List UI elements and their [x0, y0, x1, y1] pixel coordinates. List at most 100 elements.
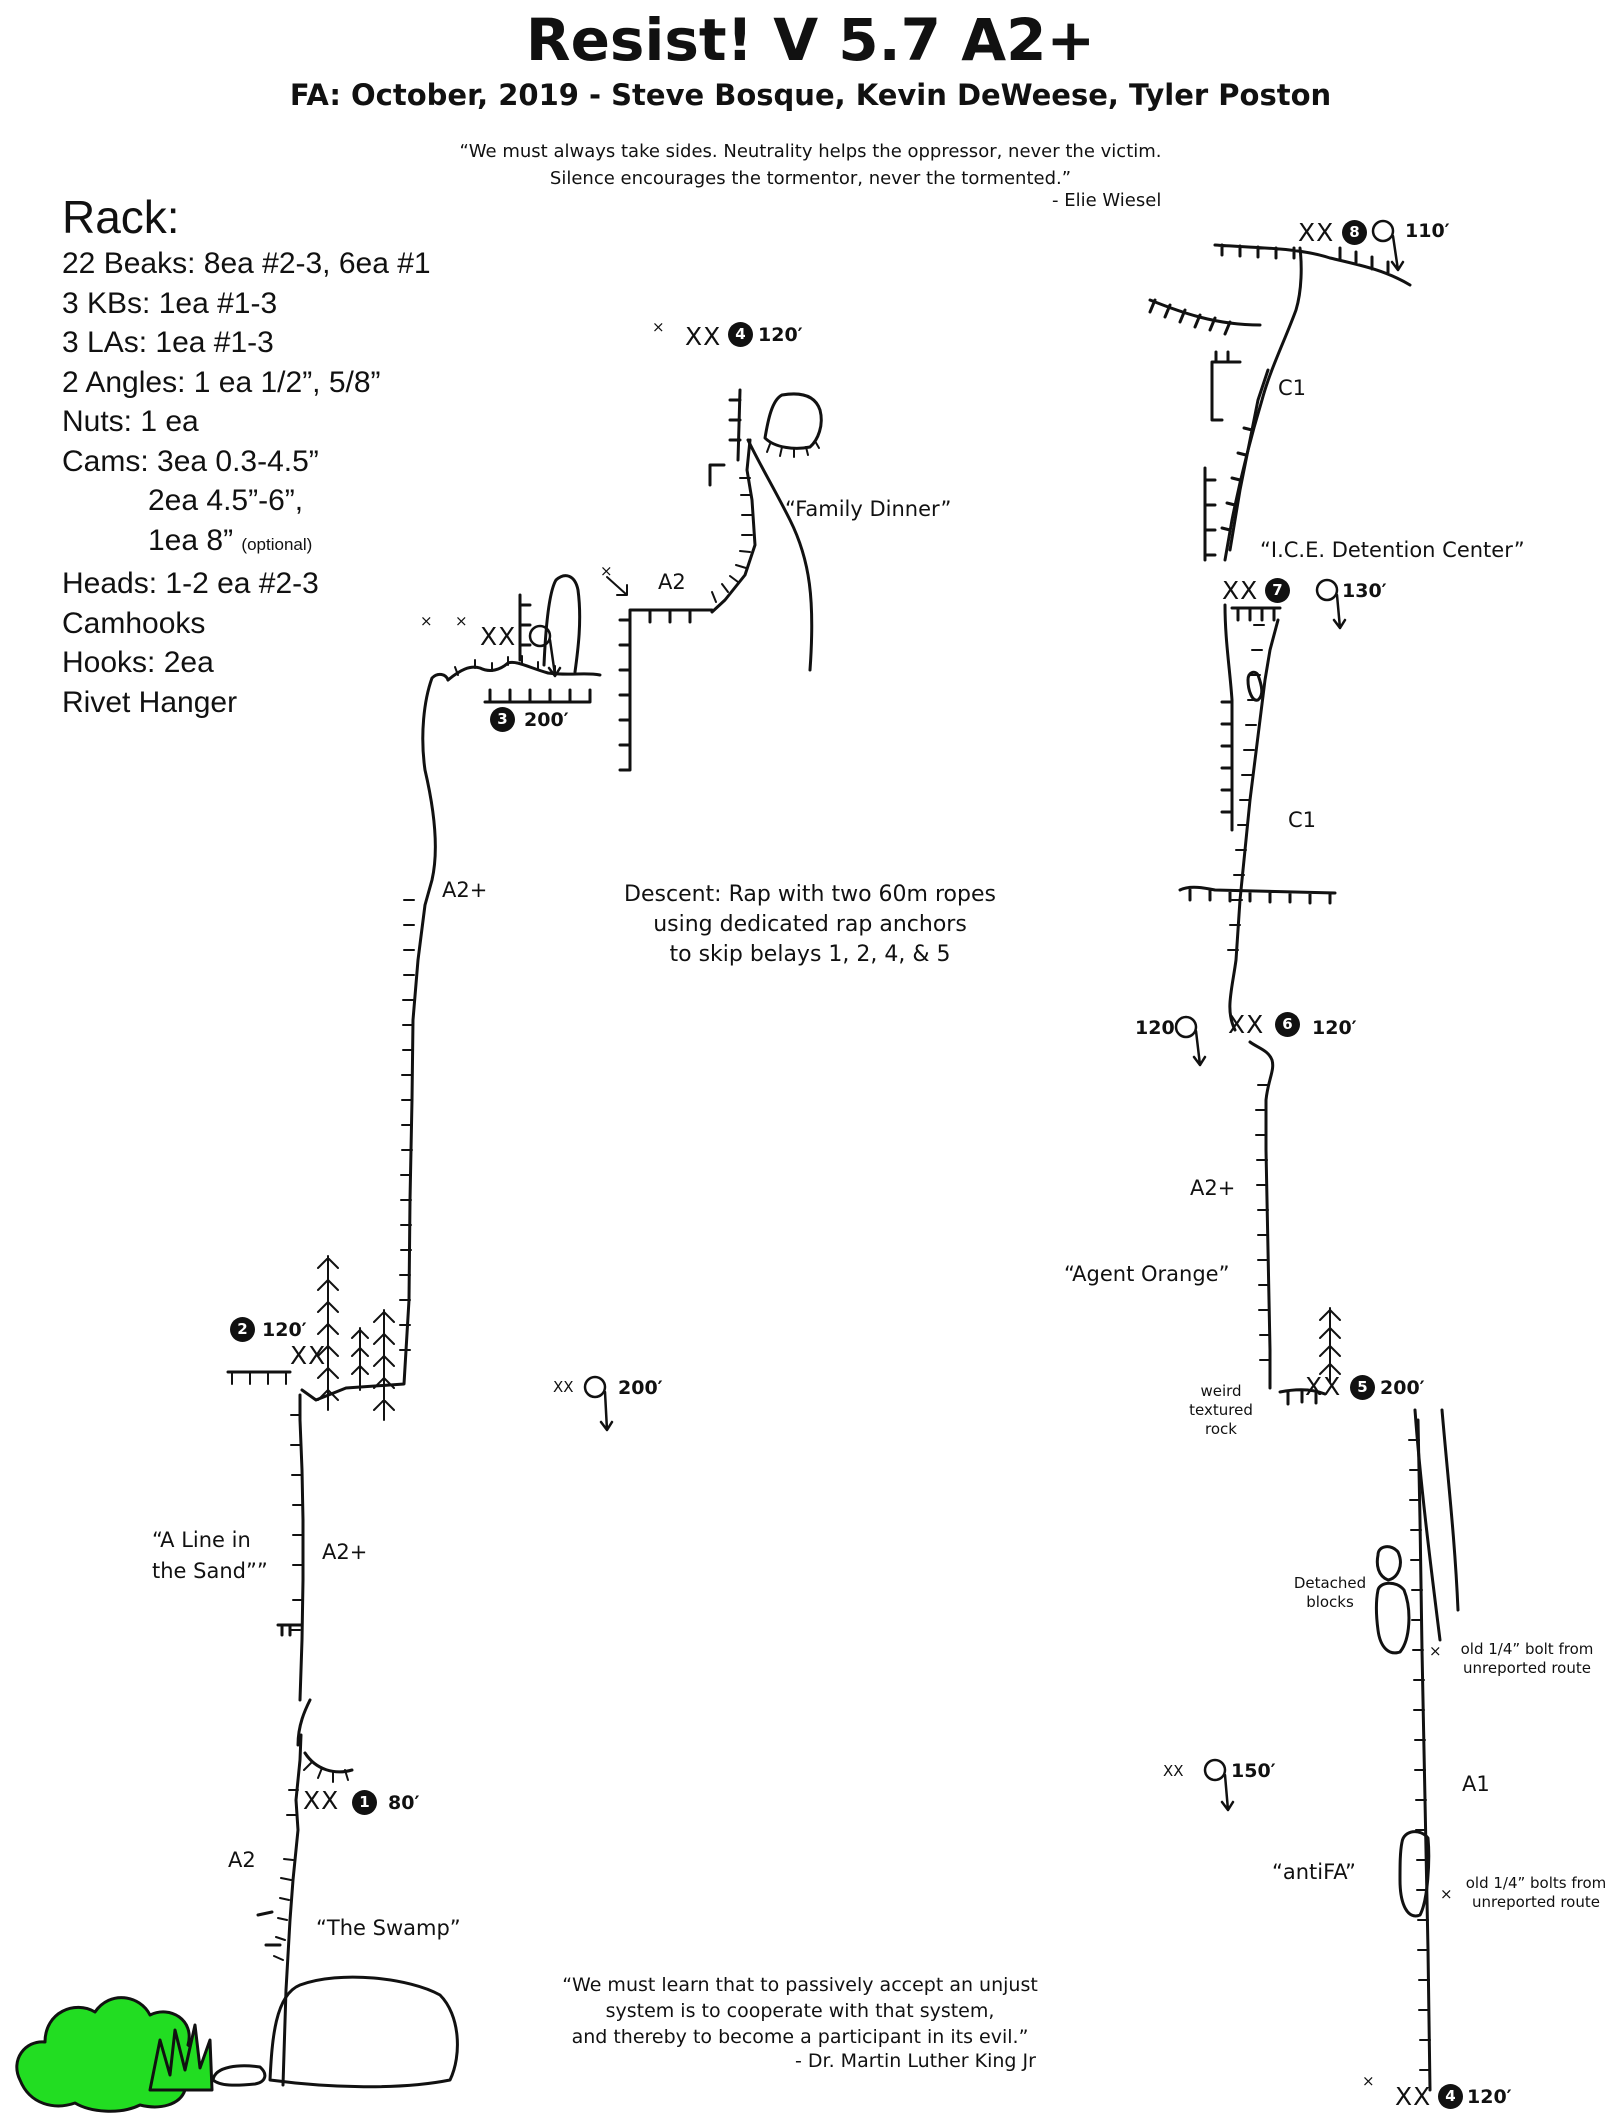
- base-boulder: [268, 1975, 459, 2089]
- belay3-roof: [483, 688, 592, 704]
- descent-line1: Descent: Rap with two 60m ropes: [624, 882, 996, 907]
- pitch1-ticks: [273, 1789, 299, 1961]
- anchor-belay4-top: XX: [685, 322, 722, 351]
- belay1-number: 1: [352, 1790, 377, 1815]
- pitch5-ticks: [1408, 1439, 1431, 2071]
- quote-bottom-attribution: - Dr. Martin Luther King Jr: [795, 2050, 1036, 2072]
- weird-rock-note-2: textured: [1189, 1401, 1253, 1419]
- pitch8-left-crack: [1220, 368, 1270, 552]
- bolt-mark: ×: [420, 612, 433, 630]
- belay1-roof: [296, 1698, 354, 1774]
- grade-p3: A2+: [442, 878, 488, 902]
- quote-bottom-line3: and thereby to become a participant in i…: [571, 2026, 1029, 2048]
- bolt-mark: ×: [600, 562, 613, 580]
- grade-p7: C1: [1288, 808, 1317, 832]
- grade-p2: A2+: [322, 1540, 368, 1564]
- pitch4-corner: [618, 608, 714, 772]
- rack-item: 3 LAs: 1ea #1-3: [62, 326, 274, 359]
- descent-line3: to skip belays 1, 2, 4, & 5: [669, 942, 951, 967]
- anchor-belay8: XX: [1298, 218, 1335, 247]
- detached-block-2: [1375, 1581, 1411, 1655]
- pitch3-ticks: [399, 899, 415, 1351]
- weird-rock-note-3: rock: [1205, 1420, 1237, 1438]
- pitch8-dihedral: [1203, 466, 1217, 562]
- rap-length-150: 150′: [1231, 1760, 1276, 1782]
- anchor-belay6: XX: [1228, 1010, 1265, 1039]
- rap-ring-b7: [1315, 578, 1339, 602]
- rappel-arrows: [547, 234, 1405, 1812]
- rap-anchor-mark: XX: [553, 1378, 574, 1396]
- bolt-mark: ×: [1429, 1642, 1442, 1660]
- pitch7-roof: [1178, 885, 1337, 905]
- belay5-ledge: [1278, 1388, 1327, 1406]
- rack-item: 2 Angles: 1 ea 1/2”, 5/8”: [62, 365, 381, 399]
- old-bolt-note-1: old 1/4” bolt from unreported route: [1442, 1640, 1612, 1678]
- first-ascent-line: FA: October, 2019 - Steve Bosque, Kevin …: [289, 78, 1332, 112]
- belay4-bottom-length: 120′: [1467, 2086, 1512, 2108]
- rap-ring-b8: [1371, 219, 1395, 243]
- pitch-name-line-sand-1: “A Line in: [152, 1528, 251, 1552]
- belay5-number: 5: [1350, 1375, 1375, 1400]
- rack-item: Cams: 3ea 0.3-4.5”: [62, 444, 319, 478]
- quote-top-line2: Silence encourages the tormentor, never …: [549, 168, 1072, 189]
- family-dinner-line: [746, 438, 814, 672]
- bolt-mark: ×: [652, 318, 665, 336]
- old-bolt-note-1b: unreported route: [1463, 1659, 1591, 1677]
- rack-item-optional: 1ea 8” (optional): [62, 521, 431, 565]
- pitch4-crack-ticks: [711, 477, 753, 603]
- belay1-roof-ticks: [303, 1761, 349, 1783]
- pitch2-crack: [298, 1393, 305, 1702]
- pitch2-ticks: [290, 1414, 303, 1631]
- quote-top: “We must always take sides. Neutrality h…: [0, 138, 1621, 192]
- pitch-name-antifa: “antiFA”: [1272, 1860, 1356, 1884]
- pitch3-line: [300, 672, 450, 1402]
- rap-ring-150: [1203, 1758, 1227, 1782]
- weird-rock-note-1: weird: [1200, 1382, 1242, 1400]
- anchor-belay4-bottom: XX: [1395, 2082, 1432, 2111]
- swamp-flake: [256, 1910, 282, 1947]
- old-bolt-note-2b: unreported route: [1472, 1893, 1600, 1911]
- detached-note-1: Detached: [1293, 1574, 1367, 1592]
- belay3-length: 200′: [524, 709, 569, 731]
- bolt-mark: ×: [1362, 2072, 1375, 2090]
- optional-note: (optional): [241, 534, 313, 554]
- grade-p5: A1: [1462, 1772, 1490, 1796]
- detached-blocks-note: Detached blocks: [1290, 1574, 1370, 1612]
- family-dinner-crack: [728, 388, 742, 462]
- pitch8-roof-left: [1148, 298, 1262, 336]
- bolt-mark: ×: [455, 612, 468, 630]
- belay7-number: 7: [1265, 578, 1290, 603]
- rack-item: Nuts: 1 ea: [62, 405, 199, 438]
- pitch-name-swamp: “The Swamp”: [316, 1916, 461, 1940]
- rap-ring-b6: [1174, 1015, 1198, 1039]
- pitch4-corner-up: [708, 463, 726, 487]
- rap-length-200: 200′: [618, 1377, 663, 1399]
- quote-bottom-line2: system is to cooperate with that system,: [605, 2000, 995, 2022]
- rap-ring-200: [583, 1375, 607, 1399]
- rap-anchor-mark: XX: [1163, 1762, 1184, 1780]
- antifa-block: [1398, 1830, 1431, 1918]
- ice-roof-ticks: [1230, 606, 1282, 622]
- rappel-rings: [528, 219, 1395, 1782]
- belay3-ledge-ticks: [454, 655, 556, 676]
- old-bolt-note-2a: old 1/4” bolts from: [1465, 1874, 1607, 1892]
- agent-orange-tree: [1319, 1307, 1341, 1383]
- rack-item: Heads: 1-2 ea #2-3: [62, 567, 319, 600]
- rap-length-b6: 120′: [1135, 1017, 1180, 1039]
- belay5-length: 200′: [1380, 1377, 1425, 1399]
- rack-item: 1ea 8”: [148, 523, 234, 557]
- belay4-bottom-number: 4: [1438, 2084, 1463, 2109]
- belay8-length: 110′: [1405, 220, 1450, 242]
- pitch7-crack: [1228, 618, 1280, 1032]
- belay6-length: 120′: [1312, 1017, 1357, 1039]
- pitch7-left-crack: [1220, 603, 1234, 832]
- pitch-name-line-sand-2: the Sand””: [152, 1559, 268, 1583]
- quote-bottom-line1: “We must learn that to passively accept …: [562, 1974, 1038, 1996]
- rack-item: Rivet Hanger: [62, 685, 238, 719]
- belay4-top-length: 120′: [758, 324, 803, 346]
- belay1-length: 80′: [388, 1792, 420, 1814]
- grade-p8: C1: [1278, 376, 1307, 400]
- rack-item: Camhooks: [62, 606, 206, 640]
- old-bolt-note-1a: old 1/4” bolt from: [1460, 1640, 1594, 1658]
